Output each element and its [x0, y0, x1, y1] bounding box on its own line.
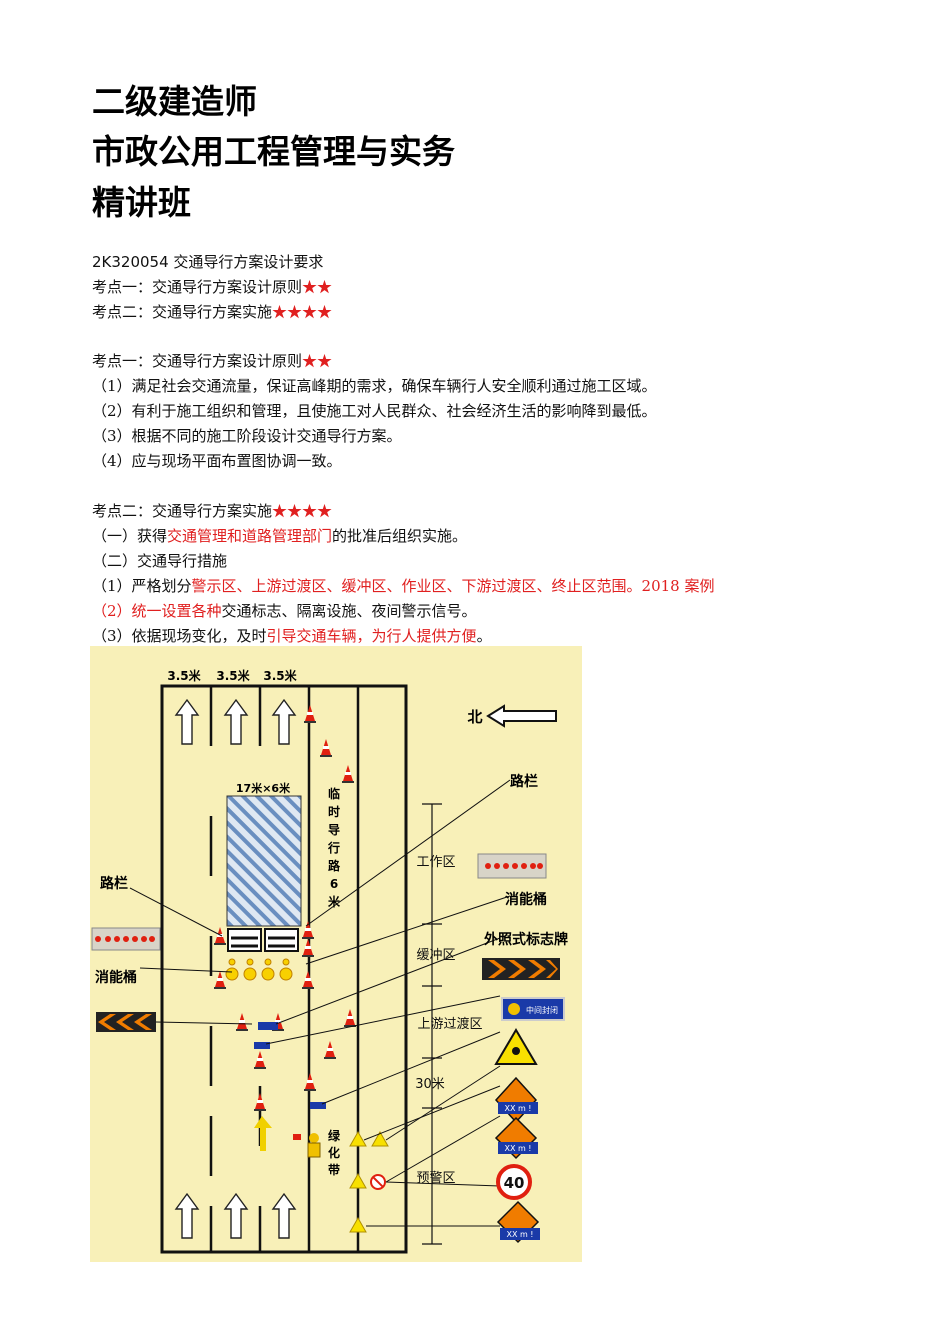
point2-summary: 考点二：交通导行方案实施★★★★	[92, 302, 332, 322]
temp-road-char: 路	[328, 858, 341, 873]
roadwork-sign: XX m !	[494, 1116, 538, 1160]
plate-text: XX m !	[504, 1144, 531, 1153]
arrow-board-sign-right	[477, 853, 547, 879]
temp-road-char: 时	[328, 804, 340, 819]
energy-bucket-label-right: 消能桶	[505, 891, 547, 908]
upstream-transition-label: 上游过渡区	[417, 1016, 482, 1032]
buffer-zone-label: 缓冲区	[416, 948, 455, 963]
north-label: 北	[467, 708, 482, 726]
energy-bucket-icon	[225, 958, 293, 981]
barrier-label-left: 路栏	[100, 875, 128, 892]
title-line-1: 二级建造师	[92, 82, 257, 121]
chevron-sign-right	[482, 958, 560, 980]
barrier-icon	[227, 928, 299, 952]
principles-stars: ★★	[302, 352, 333, 370]
principle-item: （2）有利于施工组织和管理，且使施工对人民群众、社会经济生活的影响降到最低。	[92, 402, 657, 420]
principle-item: （3）根据不同的施工阶段设计交通导行方案。	[92, 427, 402, 445]
energy-bucket-label-left: 消能桶	[95, 969, 137, 986]
temp-road-char: 导	[328, 822, 340, 837]
north-arrow-icon	[486, 704, 557, 728]
external-sign-label: 外照式标志牌	[484, 931, 568, 948]
section-code-heading: 2K320054 交通导行方案设计要求	[92, 253, 324, 271]
green-belt-char: 化	[328, 1145, 340, 1160]
measure-2: （2）统一设置各种交通标志、隔离设施、夜间警示信号。	[92, 601, 477, 621]
arrow-board-sign-left	[91, 927, 161, 951]
implementation-heading: 考点二：交通导行方案实施★★★★	[92, 501, 332, 521]
work-area	[226, 795, 302, 927]
work-zone-label: 工作区	[416, 855, 455, 870]
point2-stars: ★★★★	[272, 303, 333, 321]
text-run: 交通标志、隔离设施、夜间警示信号。	[221, 602, 477, 620]
roadwork-sign: XX m !	[496, 1200, 540, 1244]
lane-closure-sign: 中间封闭	[501, 997, 565, 1021]
roadwork-sign: XX m !	[494, 1076, 538, 1124]
text-run: （3）依据现场变化，及时	[92, 627, 267, 645]
title-line-2: 市政公用工程管理与实务	[92, 132, 455, 171]
closure-sign-text: 中间封闭	[526, 1005, 558, 1015]
temp-road-char: 6	[330, 877, 338, 891]
implementation-heading-label: 考点二：交通导行方案实施	[92, 502, 273, 520]
measure-1: （1）严格划分警示区、上游过渡区、缓冲区、作业区、下游过渡区、终止区范围。201…	[92, 576, 715, 596]
barrier-label-right: 路栏	[510, 773, 538, 790]
highlight-run: 交通管理和道路管理部门	[167, 527, 333, 545]
speed-limit-value: 40	[504, 1174, 525, 1192]
text-run: 。	[476, 627, 492, 645]
implementation-stars: ★★★★	[272, 502, 333, 520]
principles-heading: 考点一：交通导行方案设计原则★★	[92, 351, 332, 371]
green-belt-char: 带	[328, 1162, 340, 1177]
highlight-run: （2）统一设置各种	[92, 602, 222, 620]
title-line-3: 精讲班	[92, 183, 191, 222]
implementation-item-2: （二）交通导行措施	[92, 552, 228, 570]
point2-label: 考点二：交通导行方案实施	[92, 303, 273, 321]
principles-heading-label: 考点一：交通导行方案设计原则	[92, 352, 303, 370]
arrow-board-icon	[254, 1042, 270, 1049]
principle-item: （4）应与现场平面布置图协调一致。	[92, 452, 342, 470]
distance-label: 30米	[415, 1077, 445, 1092]
lane-width-label: 3.5米	[216, 668, 250, 683]
flagger-icon	[293, 1133, 321, 1158]
traffic-diversion-diagram: 3.5米 3.5米 3.5米 北 17米×6米 临 时	[90, 646, 582, 1262]
chevron-sign-left	[96, 1012, 156, 1032]
leader-lines	[129, 779, 511, 1227]
implementation-item-1: （一）获得交通管理和道路管理部门的批准后组织实施。	[92, 526, 467, 546]
temp-road-char: 行	[327, 840, 340, 855]
arrow-board-icon	[310, 1102, 326, 1109]
lane-width-label: 3.5米	[263, 668, 297, 683]
highlight-run: 引导交通车辆，为行人提供方便	[266, 627, 477, 645]
plate-text: XX m !	[504, 1104, 531, 1113]
warning-zone-label: 预警区	[416, 1170, 455, 1186]
highlight-run: 警示区、上游过渡区、缓冲区、作业区、下游过渡区、终止区范围。2018 案例	[191, 577, 715, 595]
temp-road-char: 临	[328, 786, 340, 801]
text-run: 的批准后组织实施。	[332, 527, 468, 545]
roadwork-warning-sign	[494, 1028, 538, 1065]
arrow-board-icon	[258, 1022, 278, 1030]
temp-road-char: 米	[328, 894, 341, 909]
green-belt-char: 绿	[328, 1128, 341, 1143]
speed-limit-sign: 40	[496, 1164, 532, 1200]
green-belt-label: 绿 化 带	[328, 1128, 341, 1177]
measure-3: （3）依据现场变化，及时引导交通车辆，为行人提供方便。	[92, 626, 492, 646]
text-run: （一）获得	[92, 527, 168, 545]
plate-text: XX m !	[506, 1230, 533, 1239]
diverge-arrow-icon	[254, 1116, 272, 1151]
point1-stars: ★★	[302, 278, 333, 296]
point1-summary: 考点一：交通导行方案设计原则★★	[92, 277, 332, 297]
distance-scale	[422, 803, 442, 1245]
text-run: （1）严格划分	[92, 577, 192, 595]
temp-road-label: 临 时 导 行 路 6 米	[327, 786, 341, 909]
principle-item: （1）满足社会交通流量，保证高峰期的需求，确保车辆行人安全顺利通过施工区域。	[92, 377, 657, 395]
work-area-size: 17米×6米	[236, 781, 291, 795]
lane-width-label: 3.5米	[167, 668, 201, 683]
point1-label: 考点一：交通导行方案设计原则	[92, 278, 303, 296]
